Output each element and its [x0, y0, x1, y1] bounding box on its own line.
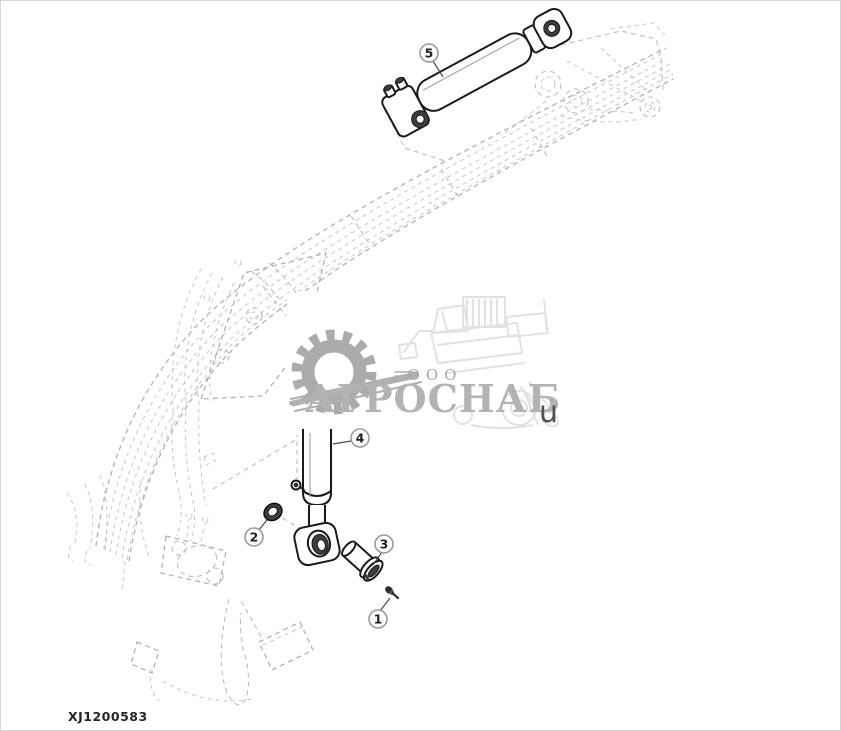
swoosh-lines — [289, 371, 422, 412]
callout-balloon — [419, 43, 439, 63]
watermark-brand-text: АГРОСНАБ — [305, 376, 561, 421]
combine-harvester-icon — [398, 296, 559, 429]
callout-balloon — [374, 534, 394, 554]
hanging-hose-loop — [130, 598, 254, 706]
callout-leader-line — [372, 551, 383, 566]
callout-3: 3 — [372, 534, 394, 566]
callout-leader-line — [332, 440, 352, 445]
hydraulic-cylinder-4 — [290, 429, 341, 567]
callout-balloon — [350, 428, 370, 448]
callout-balloon — [368, 609, 388, 629]
callout-number: 5 — [425, 46, 434, 61]
drawing-number: XJ1200583 — [68, 709, 148, 724]
phantom-mark-cyl5b — [404, 147, 449, 163]
callout-balloon — [244, 527, 264, 547]
hydraulic-cylinder-5 — [381, 7, 573, 138]
bolt-1 — [385, 586, 400, 600]
callout-number: 2 — [250, 530, 259, 545]
callout-leader-line — [432, 60, 444, 78]
watermark-ooo-text: ООО — [408, 366, 463, 384]
watermark: ООО АГРОСНАБ u — [287, 293, 561, 435]
washer-2 — [263, 502, 283, 522]
callout-number: 4 — [356, 431, 365, 446]
watermark-suffix-letter: u — [539, 395, 558, 430]
callout-number: 3 — [380, 537, 389, 552]
hose-curl — [171, 268, 235, 542]
callout-number: 1 — [374, 612, 383, 627]
hose-clamps — [250, 127, 548, 317]
callout-2: 2 — [244, 519, 268, 547]
phantom-line-cyl4 — [212, 438, 298, 490]
step-plate — [240, 600, 314, 671]
callout-1: 1 — [368, 597, 391, 629]
boom-end-linkage — [500, 22, 666, 137]
callout-layer: 5 4 2 3 1 — [244, 43, 444, 629]
callout-4: 4 — [332, 428, 370, 448]
gear-icon — [291, 329, 377, 415]
valve-assembly — [139, 452, 227, 587]
machine-phantom-outline — [66, 22, 674, 706]
callout-5: 5 — [419, 43, 444, 78]
callout-leader-line — [379, 597, 391, 612]
hose-ends-left — [66, 474, 126, 592]
phantom-mark-cyl5 — [383, 108, 406, 149]
